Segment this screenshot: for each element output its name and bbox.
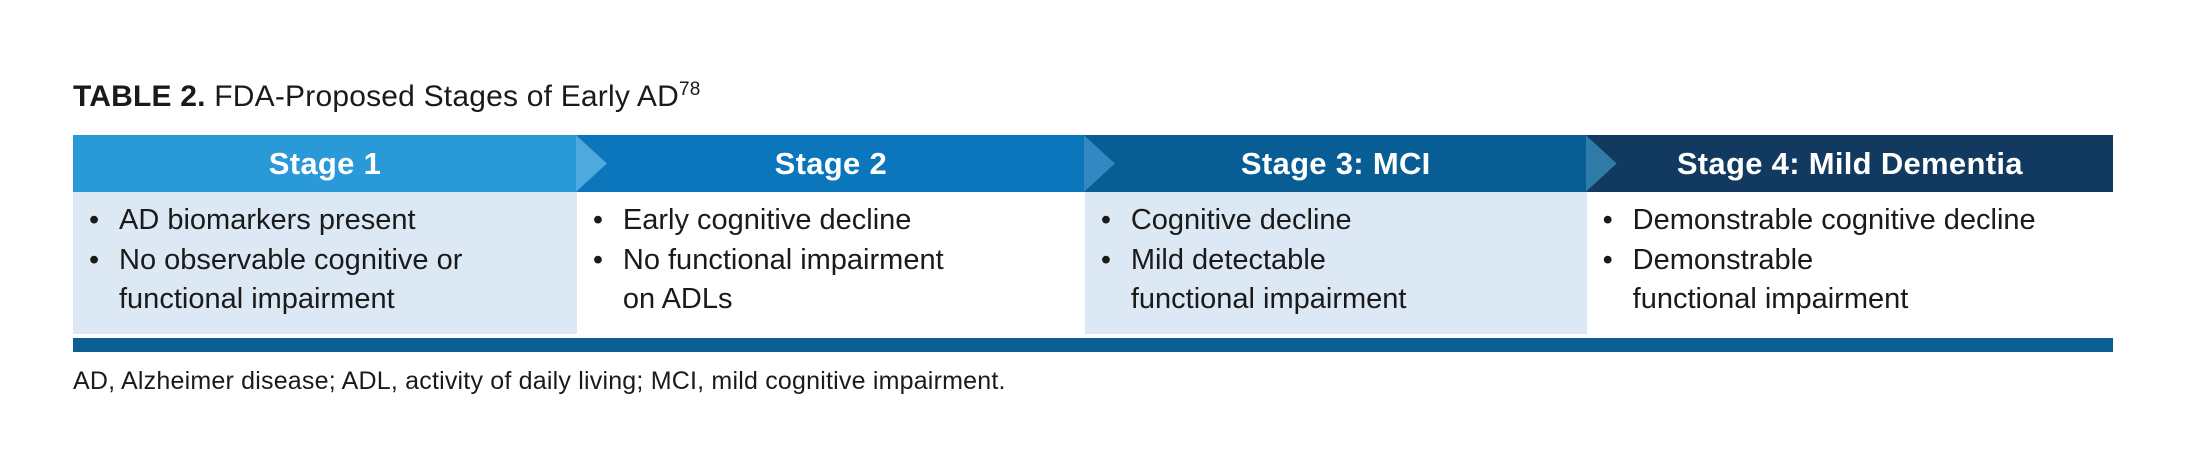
table-footnote: AD, Alzheimer disease; ADL, activity of … [73,367,1006,396]
stage-header-1-label: Stage 1 [268,145,382,181]
stage-header-4: Stage 4: Mild Dementia [1586,135,2113,192]
bullet-text: Early cognitive decline [622,204,912,236]
body-row: • AD biomarkers present • No observable … [73,192,2113,335]
body-cell-stage-4: • Demonstrable cognitive decline • Demon… [1586,192,2113,335]
body-cell-stage-3: • Cognitive decline • Mild detectable fu… [1084,192,1587,335]
body-cell-stage-1: • AD biomarkers present • No observable … [73,192,577,335]
bullet-text: No functional impairment on ADLs [622,243,944,316]
stage-header-2: Stage 2 [576,135,1115,192]
table-bottom-rule [73,338,2113,353]
table-bottom-gap [73,334,2113,339]
bullet-text: Demonstrable functional impairment [1632,243,1909,316]
bullet-text: Demonstrable cognitive decline [1632,204,2036,236]
bullet-item: • Cognitive decline [1101,201,1577,241]
stage-header-1: Stage 1 [73,135,607,192]
bullet-item: • Early cognitive decline [593,201,1075,241]
bullet-item: • Demonstrable cognitive decline [1603,201,2103,241]
table-title: TABLE 2. FDA-Proposed Stages of Early AD… [73,80,2188,114]
header-row: Stage 1 Stage 2 Stage 3: MCI Stage 4: Mi… [73,135,2113,192]
document-page: TABLE 2. FDA-Proposed Stages of Early AD… [73,80,2188,396]
bullet-dot-icon: • [592,204,604,236]
bullet-item: • Mild detectable functional impairment [1101,241,1577,320]
bullet-item: • No observable cognitive or functional … [89,241,567,320]
bullet-dot-icon: • [1602,204,1613,236]
bullet-dot-icon: • [89,243,100,276]
bullet-text: Cognitive decline [1130,204,1352,236]
bullet-dot-icon: • [89,204,100,236]
bullet-text: Mild detectable functional impairment [1130,243,1407,316]
table-title-text: FDA-Proposed Stages of Early AD [205,80,679,113]
table-number-label: TABLE 2. [73,80,206,113]
bullet-item: • AD biomarkers present [89,201,567,241]
stage-header-4-label: Stage 4: Mild Dementia [1676,145,2023,181]
body-cell-stage-2: • Early cognitive decline • No functiona… [576,192,1085,335]
stage-header-3-label: Stage 3: MCI [1240,145,1431,181]
reference-superscript: 78 [679,79,701,100]
bullet-dot-icon: • [1100,243,1111,276]
stages-table: Stage 1 Stage 2 Stage 3: MCI Stage 4: Mi… [73,135,2113,396]
bullet-item: • No functional impairment on ADLs [593,241,1075,320]
stage-header-3: Stage 3: MCI [1084,135,1617,192]
bullet-dot-icon: • [592,243,604,276]
bullet-item: • Demonstrable functional impairment [1603,241,2103,320]
bullet-text: AD biomarkers present [119,204,416,236]
stage-header-2-label: Stage 2 [774,145,888,181]
bullet-dot-icon: • [1602,243,1613,276]
bullet-text: No observable cognitive or functional im… [119,243,463,316]
bullet-dot-icon: • [1100,204,1111,236]
